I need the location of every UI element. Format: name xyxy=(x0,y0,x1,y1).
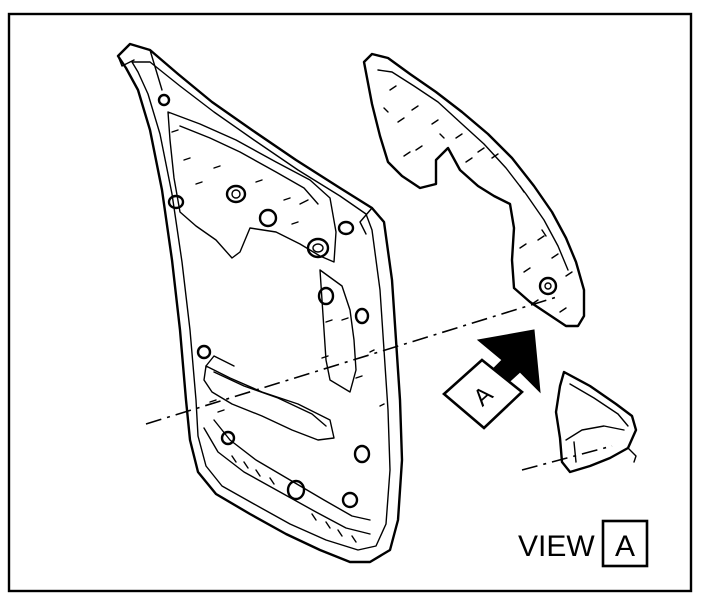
door-trim-panel xyxy=(116,42,404,564)
insulator-clip-marks xyxy=(383,85,573,313)
assembly-centerline xyxy=(145,295,561,425)
view-a-clip-detail xyxy=(554,370,638,474)
view-letter: A xyxy=(615,530,635,563)
view-a-centerline xyxy=(521,445,613,471)
view-a-callout: A xyxy=(442,358,524,430)
panel-grommets xyxy=(157,93,371,509)
view-letter-box xyxy=(601,519,649,568)
outer-border xyxy=(7,12,693,593)
panel-clip-marks xyxy=(171,129,385,543)
insulator-pad xyxy=(362,52,586,328)
view-word: VIEW xyxy=(518,530,595,563)
view-a-label: VIEW A xyxy=(518,519,649,568)
